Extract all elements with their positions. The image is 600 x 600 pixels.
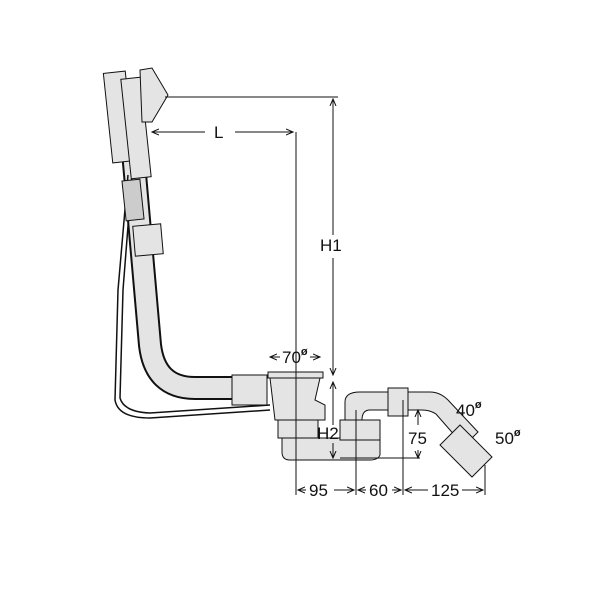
diameter-symbol: ø: [513, 427, 521, 439]
overflow-head: [102, 67, 169, 257]
waste-body: [231, 371, 493, 478]
dim-50-value: 50: [495, 429, 514, 448]
dim-H1: H1: [320, 236, 342, 255]
dim-60: 60: [369, 481, 388, 500]
diameter-symbol: ø: [474, 399, 482, 411]
overflow-pipe: [114, 138, 271, 419]
dim-H2: H2: [317, 424, 339, 443]
dim-75: 75: [408, 429, 427, 448]
dim-125: 125: [431, 481, 460, 500]
dim-70-value: 70: [282, 348, 301, 367]
dim-L: L: [214, 123, 224, 142]
dim-95: 95: [309, 481, 328, 500]
dim-40-value: 40: [456, 401, 475, 420]
dim-50: 50ø: [495, 427, 521, 448]
dim-40: 40ø: [456, 399, 482, 420]
dim-70: 70ø: [282, 346, 308, 367]
dimension-lines: [152, 96, 486, 495]
diameter-symbol: ø: [300, 346, 308, 358]
